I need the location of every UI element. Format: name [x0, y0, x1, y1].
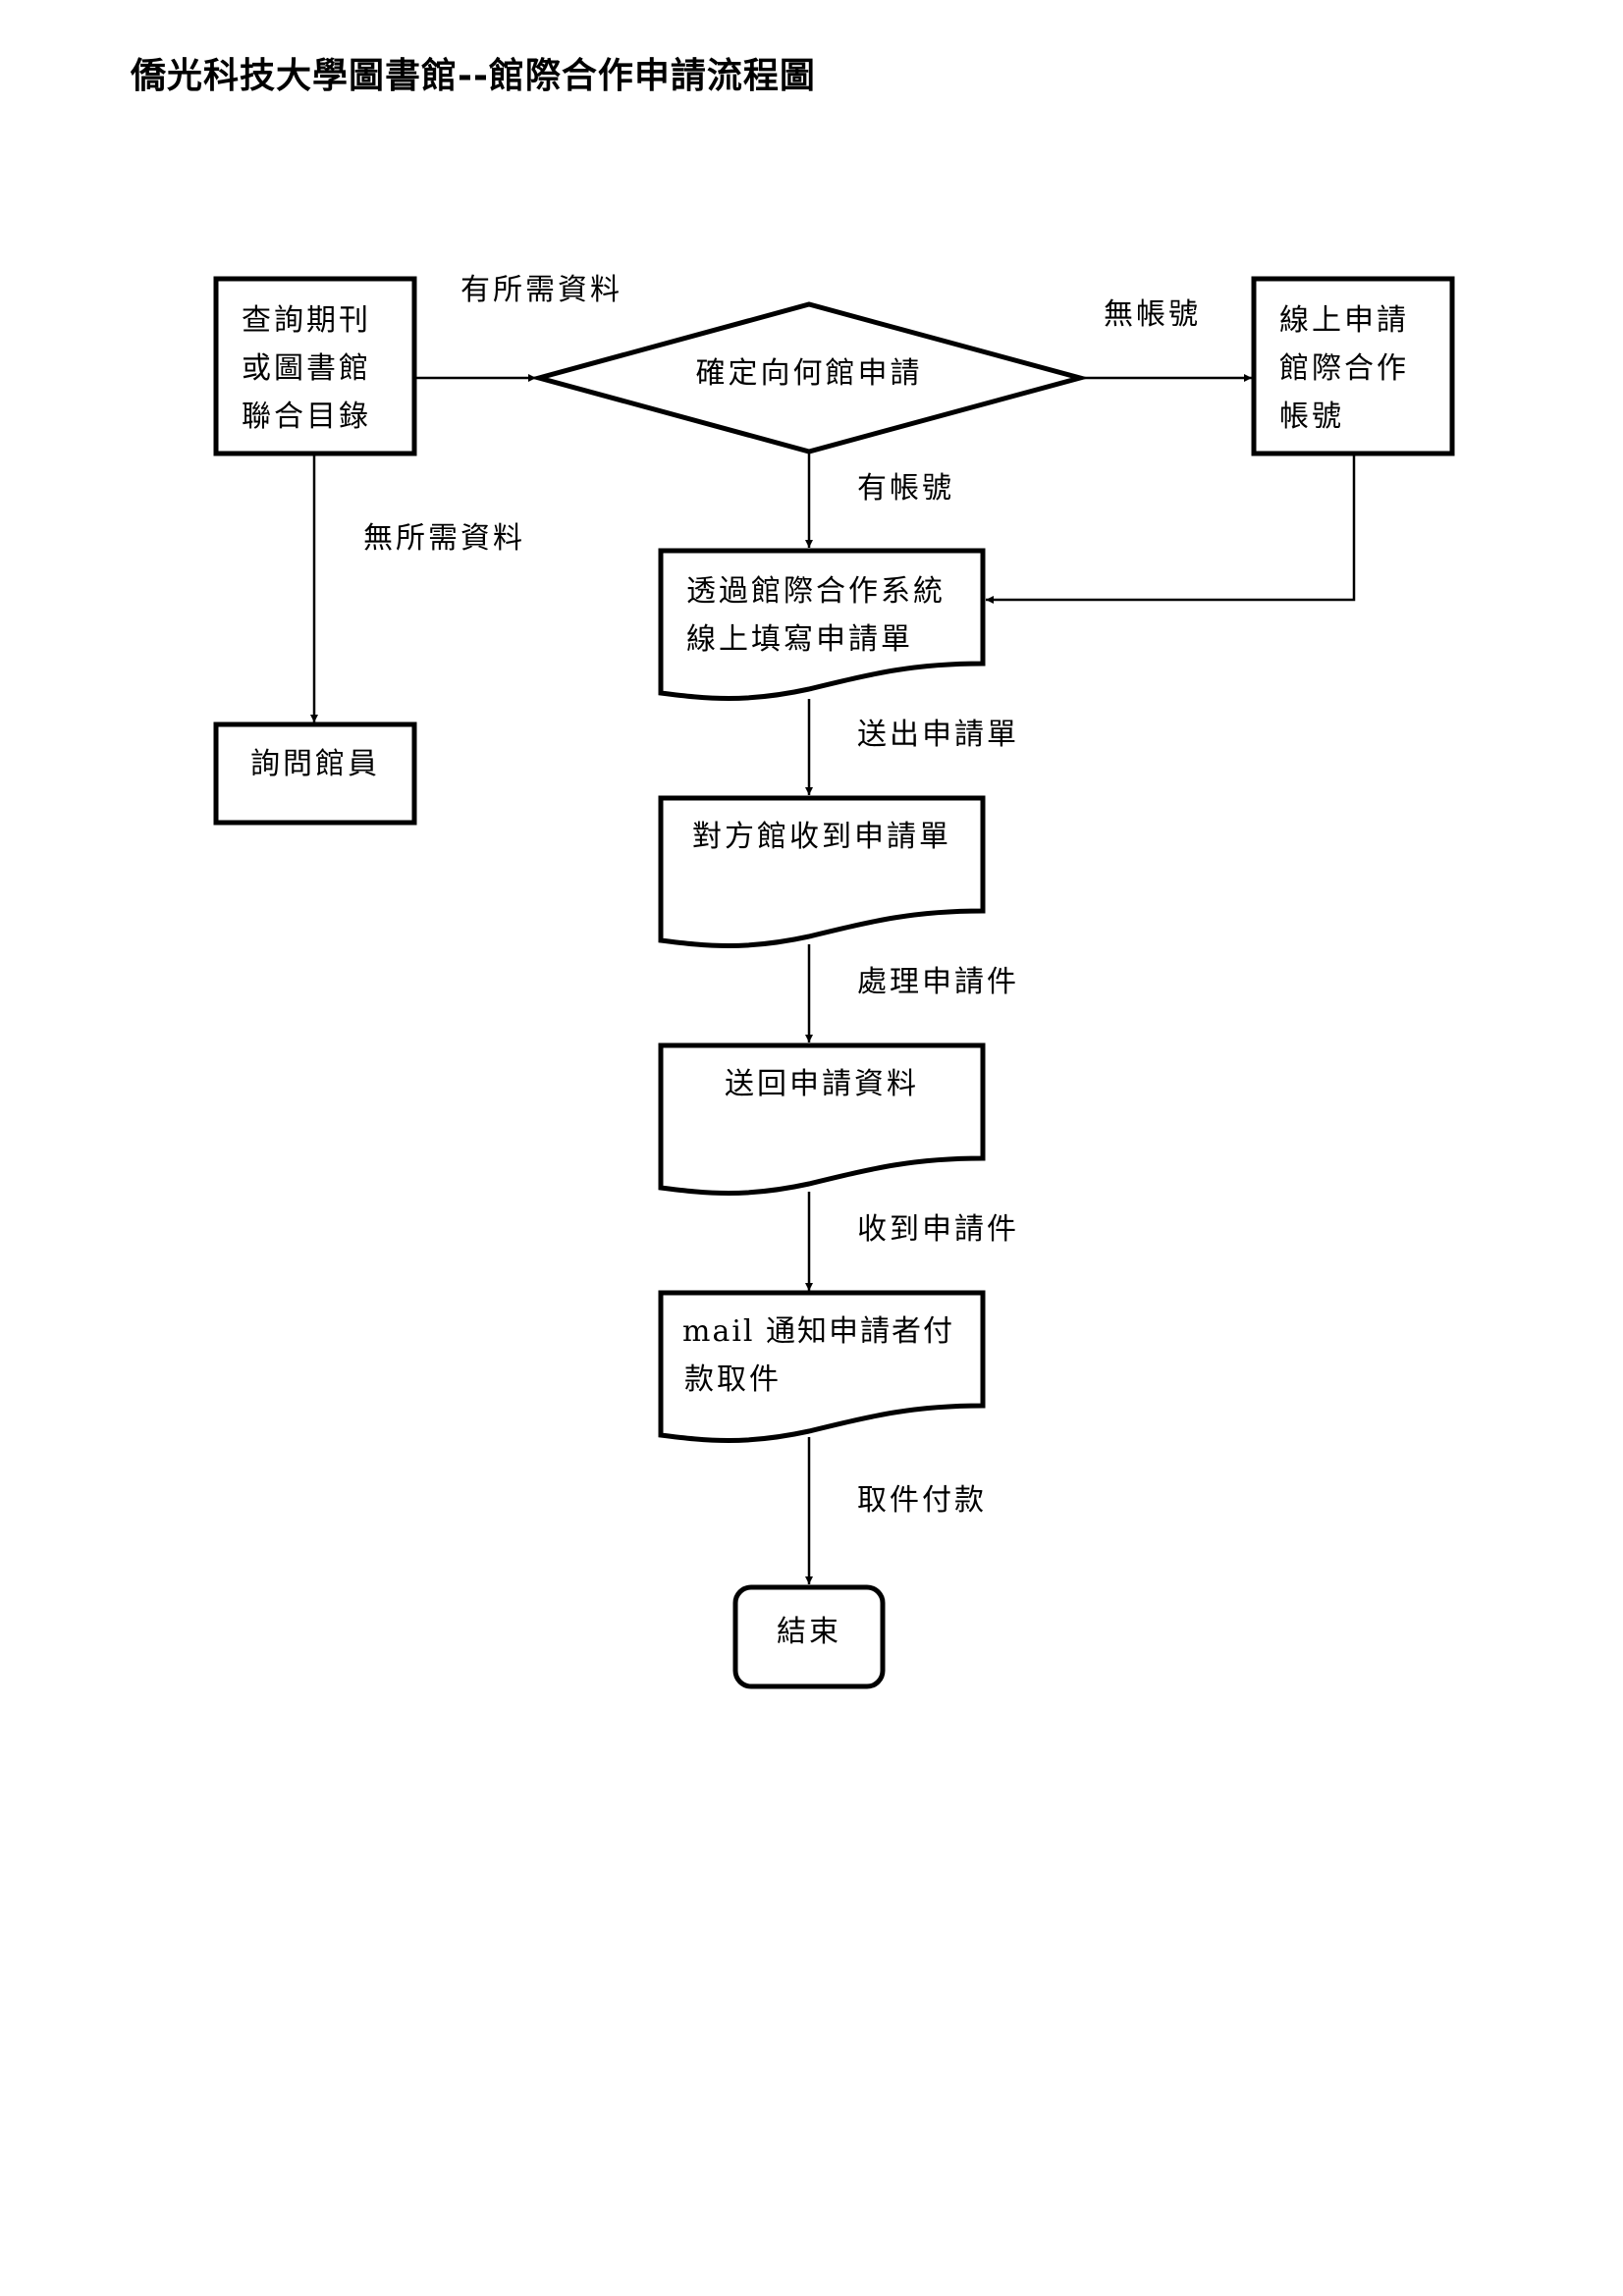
edge-label-received: 收到申請件: [857, 1212, 1019, 1247]
notify-line-1: mail 通知申請者付: [682, 1314, 954, 1349]
fill-form-line-2: 線上填寫申請單: [686, 622, 913, 657]
edge-label-has-data: 有所需資料: [460, 273, 622, 307]
search-catalog-line-2: 或圖書館: [242, 351, 371, 386]
doc-return-data: [658, 1042, 986, 1196]
diamond-decide-library: [529, 301, 1090, 454]
edge-label-process: 處理申請件: [857, 965, 1019, 999]
page-title: 僑光科技大學圖書館--館際合作申請流程圖: [131, 56, 816, 96]
apply-account-line-1: 線上申請: [1279, 303, 1409, 338]
search-catalog-line-3: 聯合目錄: [242, 400, 371, 434]
doc-notify: [658, 1290, 986, 1443]
search-catalog-line-1: 查詢期刊: [242, 303, 371, 338]
edge-label-send-form: 送出申請單: [857, 718, 1019, 752]
receive-form-label: 對方館收到申請單: [692, 820, 951, 854]
fill-form-line-1: 透過館際合作系統: [686, 574, 946, 609]
edge-apply-account-to-fill-form: [986, 454, 1356, 604]
edge-label-has-account: 有帳號: [857, 471, 954, 506]
edge-label-pay-pickup: 取件付款: [857, 1483, 987, 1518]
edge-label-no-data: 無所需資料: [363, 521, 525, 556]
decide-library-label: 確定向何館申請: [696, 356, 923, 391]
apply-account-line-2: 館際合作: [1279, 351, 1409, 386]
box-apply-account: [1251, 276, 1455, 456]
doc-receive-form: [658, 795, 986, 948]
doc-fill-form: [658, 548, 986, 701]
terminal-end: [732, 1584, 886, 1689]
box-ask-librarian: [213, 721, 417, 826]
edge-label-no-account: 無帳號: [1104, 297, 1201, 332]
box-search-catalog: [213, 276, 417, 456]
apply-account-line-3: 帳號: [1279, 400, 1344, 434]
end-label: 結束: [777, 1615, 841, 1649]
return-data-label: 送回申請資料: [725, 1067, 919, 1101]
ask-librarian-label: 詢問館員: [250, 747, 380, 781]
notify-line-2: 款取件: [684, 1362, 782, 1397]
